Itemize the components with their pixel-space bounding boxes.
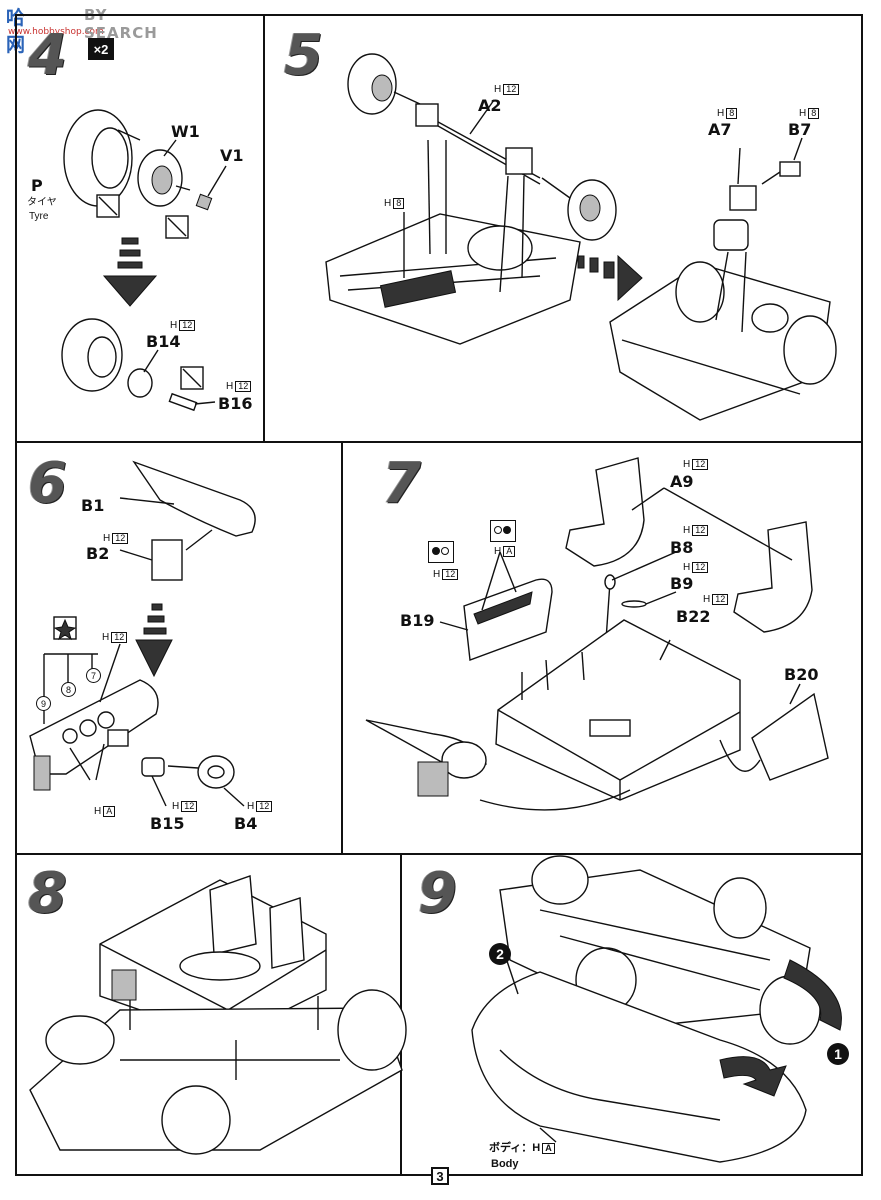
- paint-callout-7: 7: [86, 668, 101, 683]
- part-label-a2: A2: [478, 96, 502, 115]
- part-label-b1: B1: [81, 496, 105, 515]
- part-label-b19: B19: [400, 611, 435, 630]
- part-label-b15: B15: [150, 814, 185, 833]
- body-label-en: Body: [491, 1158, 519, 1170]
- part-label-b16: B16: [218, 394, 253, 413]
- step-callout-1: 1: [827, 1043, 849, 1065]
- part-label-b2: B2: [86, 544, 110, 563]
- tyre-label-en: Tyre: [29, 211, 49, 222]
- paint-callout-8: 8: [61, 682, 76, 697]
- multiplier-badge: ×2: [88, 38, 114, 60]
- step-number-7: 7: [382, 451, 421, 516]
- paint-icon-door-right: [490, 520, 516, 542]
- divider-row-2: [15, 853, 863, 855]
- part-label-w1: W1: [171, 122, 200, 141]
- part-label-b4: B4: [234, 814, 258, 833]
- part-label-b22: B22: [676, 607, 711, 626]
- page-number: 3: [431, 1167, 449, 1185]
- part-label-v1: V1: [220, 146, 244, 165]
- part-label-a9: A9: [670, 472, 694, 491]
- part-label-b20: B20: [784, 665, 819, 684]
- step-number-9: 9: [418, 861, 457, 926]
- watermark-site: www.hobbyshop.com: [8, 27, 104, 37]
- step-number-6: 6: [28, 451, 67, 516]
- part-label-b8: B8: [670, 538, 694, 557]
- tyre-label-jp: タイヤ: [27, 197, 57, 208]
- divider-col-1: [263, 14, 265, 442]
- part-label-b7: B7: [788, 120, 812, 139]
- paint-callout-9: 9: [36, 696, 51, 711]
- step-callout-2: 2: [489, 943, 511, 965]
- paint-icon-door-left: [428, 541, 454, 563]
- divider-col-2: [341, 442, 343, 854]
- part-label-p: P: [31, 176, 43, 195]
- step-number-4: 4: [28, 23, 67, 88]
- part-label-b14: B14: [146, 332, 181, 351]
- part-label-b9: B9: [670, 574, 694, 593]
- part-label-a7: A7: [708, 120, 732, 139]
- step-number-8: 8: [28, 861, 67, 926]
- step-number-5: 5: [284, 23, 323, 88]
- divider-row-1: [15, 441, 863, 443]
